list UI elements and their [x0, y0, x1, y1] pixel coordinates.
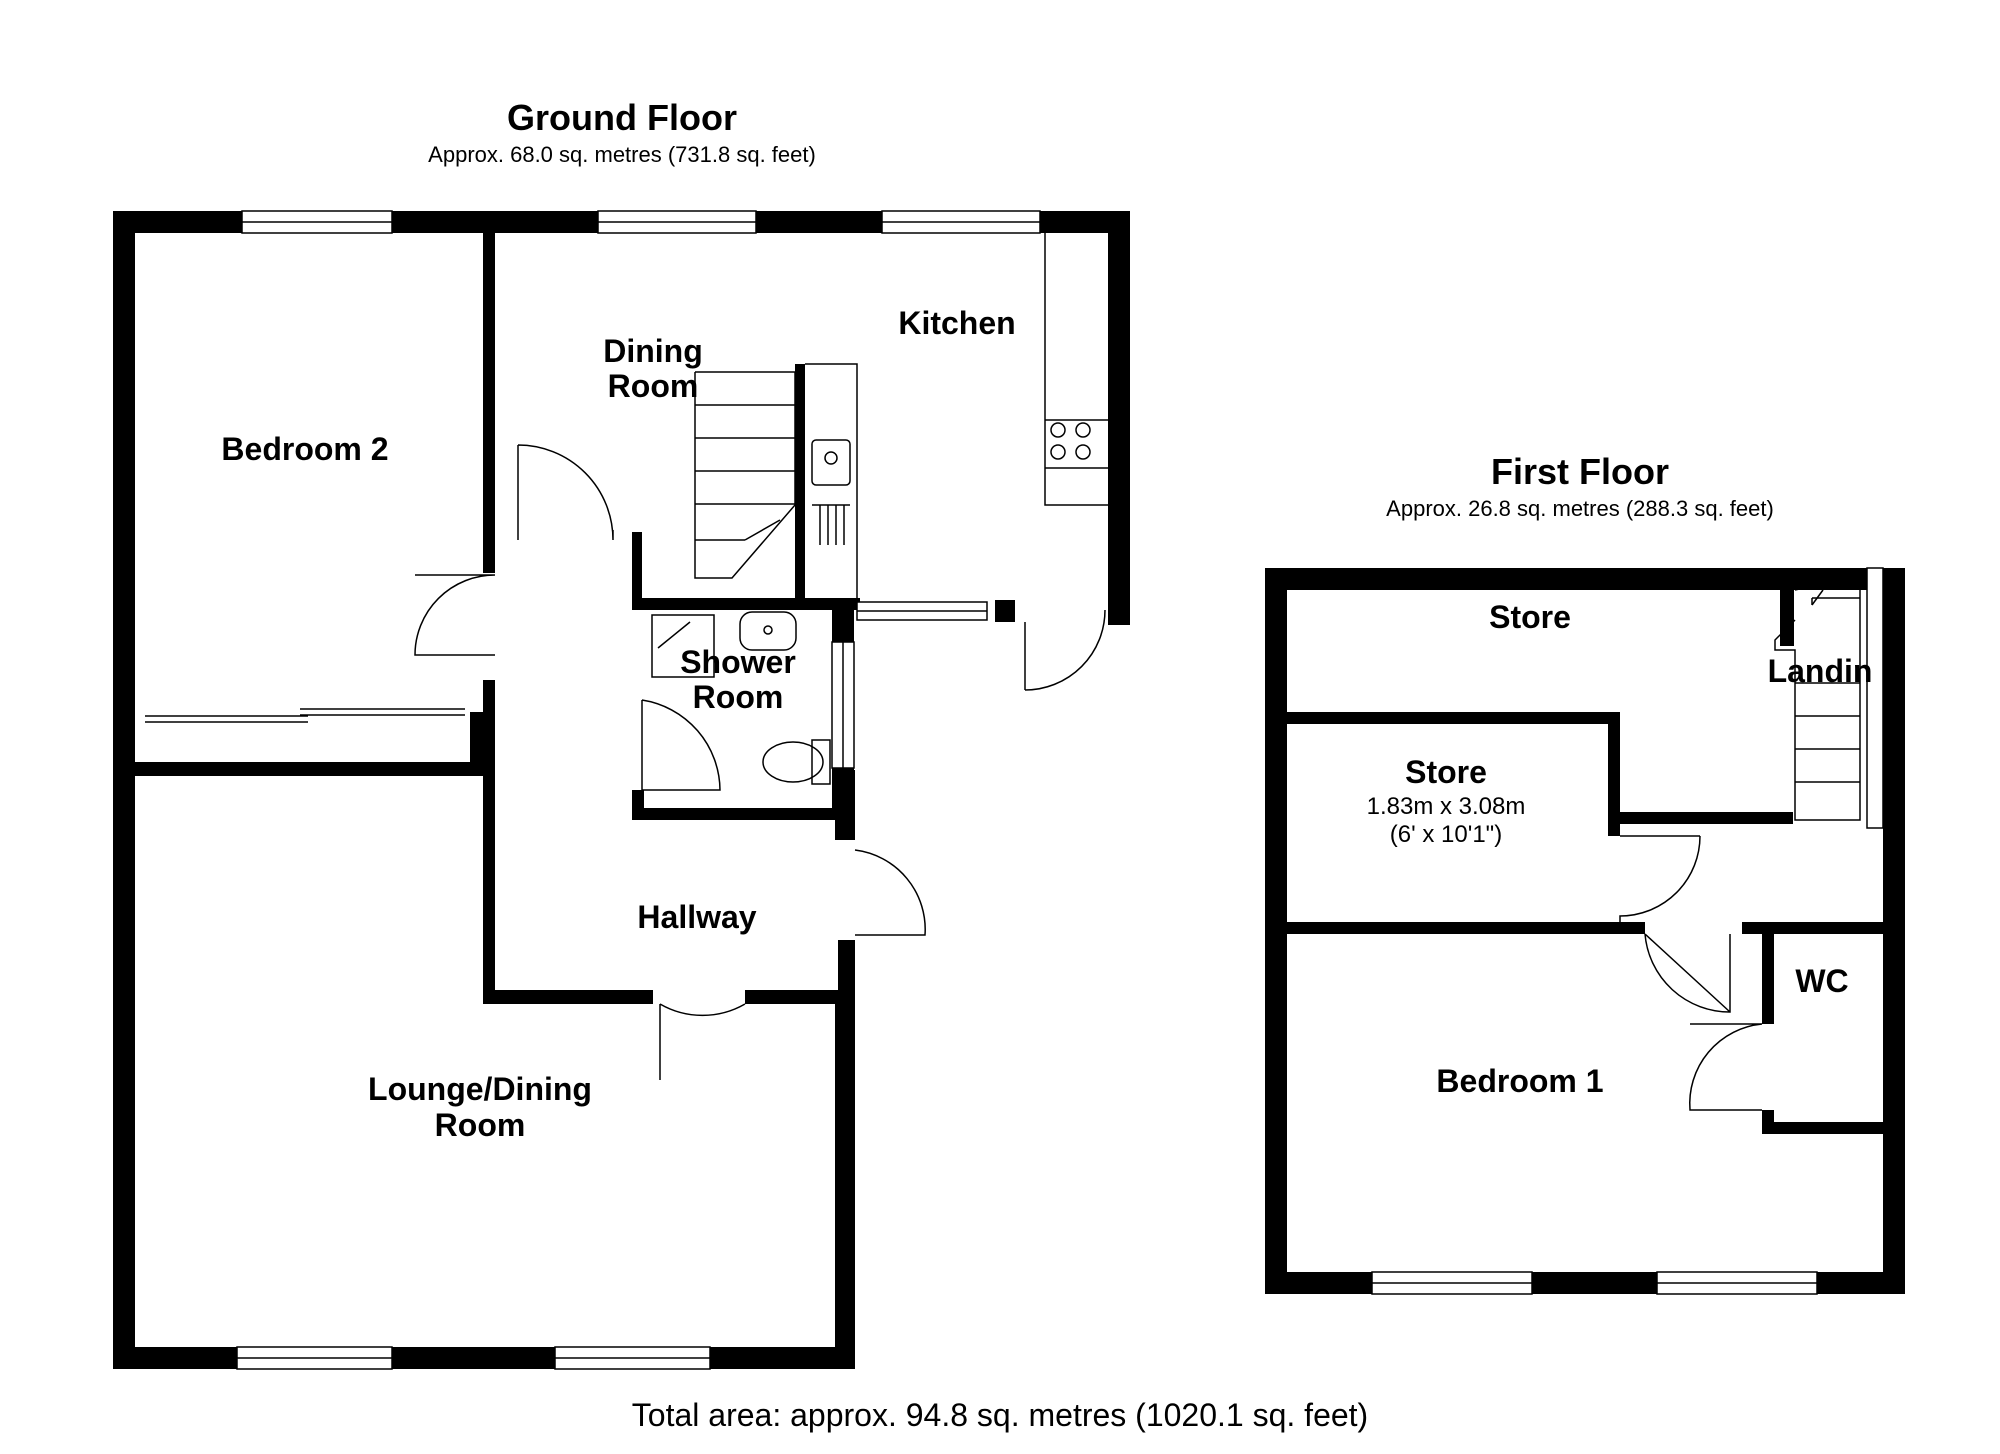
ff-wall-wc-top	[1742, 922, 1883, 934]
room-label-bedroom-2: Bedroom 2	[221, 431, 388, 467]
room-label-shower-line2: Room	[693, 679, 784, 715]
room-label-wc: WC	[1795, 963, 1848, 999]
gf-wall-bed-hall-lower	[483, 680, 495, 712]
ff-wall-wc-left-top	[1762, 922, 1774, 1024]
gf-wall-left	[113, 211, 135, 1369]
gf-wall-shower-bottom	[632, 808, 854, 820]
ff-wall-store-step-vert	[1608, 712, 1620, 824]
gf-wall-bed-dining	[483, 233, 495, 573]
store-mid-dimensions-imperial: (6' x 10'1")	[1390, 821, 1502, 848]
gf-wall-right-lounge	[835, 995, 855, 1369]
first-floor-plan: First Floor Approx. 26.8 sq. metres (288…	[1265, 451, 1905, 1295]
gf-doors	[414, 444, 1106, 1080]
first-floor-title: First Floor	[1491, 451, 1669, 492]
room-label-landing: Landin	[1768, 653, 1873, 689]
room-label-dining-line2: Room	[608, 368, 699, 404]
ff-wall-right	[1883, 568, 1905, 1294]
room-label-lounge-line2: Room	[435, 1107, 526, 1143]
room-label-store-mid: Store	[1405, 754, 1487, 790]
gf-wall-stairs-right	[795, 364, 805, 608]
gf-wall-lounge-top-2	[745, 990, 855, 1004]
gf-wall-right-kitchen	[1108, 211, 1130, 625]
ff-wall-store-bottom	[1287, 922, 1645, 934]
gf-wall-shower-left	[632, 532, 642, 602]
ff-wall-store-door-stub	[1608, 824, 1620, 836]
room-label-lounge-line1: Lounge/Dining	[368, 1071, 592, 1107]
gf-wardrobe-doors	[145, 708, 465, 723]
ground-floor-area: Approx. 68.0 sq. metres (731.8 sq. feet)	[428, 142, 816, 167]
ground-floor-title: Ground Floor	[507, 97, 737, 138]
ff-wall-landing-post	[1780, 590, 1794, 646]
gf-wall-hall-left	[483, 712, 495, 1004]
room-label-store-top: Store	[1489, 599, 1571, 635]
room-label-bedroom-1: Bedroom 1	[1436, 1063, 1603, 1099]
gf-wall-kitchen-bottom	[995, 600, 1015, 622]
ff-window-landing	[1866, 567, 1884, 829]
gf-wall-shower-top	[632, 598, 860, 610]
ff-wall-store-divider	[1287, 712, 1612, 724]
ff-wall-top	[1265, 568, 1905, 590]
gf-wall-wardrobe-end	[470, 712, 483, 776]
total-area: Total area: approx. 94.8 sq. metres (102…	[632, 1397, 1368, 1433]
gf-wall-wardrobe	[135, 762, 483, 776]
gf-shower-fittings	[651, 611, 831, 785]
ff-wall-left	[1265, 568, 1287, 1294]
gf-wall-hall-stub	[838, 940, 855, 995]
room-label-hallway: Hallway	[637, 899, 756, 935]
ground-floor-plan: Ground Floor Approx. 68.0 sq. metres (73…	[113, 97, 1130, 1370]
ff-wall-store-right-top	[1608, 812, 1620, 826]
store-mid-dimensions-metric: 1.83m x 3.08m	[1367, 793, 1526, 820]
room-label-shower-line1: Shower	[680, 644, 796, 680]
gf-wall-lounge-top-1	[483, 990, 653, 1004]
gf-wall-bottom	[113, 1347, 855, 1369]
ff-doors	[1619, 835, 1763, 1111]
room-label-dining-line1: Dining	[603, 333, 703, 369]
gf-kitchen-units	[805, 233, 1108, 598]
room-label-kitchen: Kitchen	[898, 305, 1015, 341]
ff-wall-wc-bottom	[1762, 1122, 1883, 1134]
gf-wall-shower-door-stub	[632, 790, 644, 812]
gf-staircase	[694, 371, 796, 579]
ff-staircase	[1774, 574, 1861, 821]
first-floor-area: Approx. 26.8 sq. metres (288.3 sq. feet)	[1386, 496, 1774, 521]
ff-wall-store-step-horiz	[1608, 812, 1793, 824]
